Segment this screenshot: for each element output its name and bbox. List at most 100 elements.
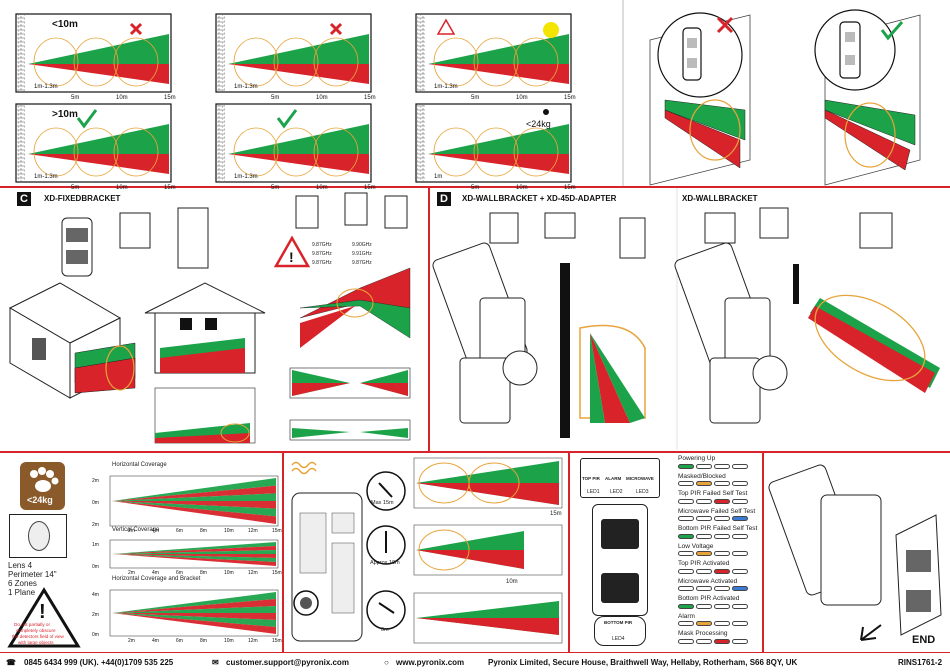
led-indicator — [714, 568, 730, 574]
horizontal-coverage-title: Horizontal Coverage — [112, 462, 167, 468]
led-indicator — [678, 621, 694, 627]
coverage-tick-label: 4m — [152, 570, 159, 576]
end-label: END — [912, 634, 936, 646]
wall-mount-illustration-wrong — [649, 12, 751, 186]
led-indicator — [696, 533, 712, 539]
panel-height-label: 1m-1.3m — [434, 84, 458, 90]
panel-badge: >10m — [52, 109, 78, 120]
led-state-label: Low Voltage — [678, 542, 714, 550]
led-indicator — [732, 621, 748, 627]
horizontal-bracket-title: Horizontal Coverage and Bracket — [112, 576, 201, 582]
led-state-row: Bottom PIR Activated — [678, 595, 750, 610]
led-name-1: LED1 — [587, 489, 600, 495]
panel-height-label: 1m-1.3m — [34, 84, 58, 90]
led-state-row: Alarm — [678, 613, 750, 628]
microwave-section — [291, 457, 563, 644]
panel-tick-label: 10m — [316, 185, 328, 191]
led-top-box — [580, 458, 660, 498]
led-indicator — [714, 533, 730, 539]
panel-tick-label: 15m — [164, 95, 176, 101]
led-indicator — [714, 463, 730, 469]
panel-tick-label: 10m — [116, 185, 128, 191]
panel-tick-label: 10m — [316, 95, 328, 101]
section-d-illustrations — [432, 188, 940, 450]
panel-tick-label: 5m — [271, 185, 279, 191]
coverage-tick-label: 10m — [224, 638, 234, 644]
footer-web[interactable]: www.pyronix.com — [396, 658, 465, 667]
lens-line-1: Perimeter 14" — [8, 570, 57, 579]
led-indicator — [696, 481, 712, 487]
lens-image — [9, 514, 67, 558]
divider-cd — [428, 186, 430, 452]
coverage-tick-label: 6m — [176, 570, 183, 576]
svg-text:!: ! — [289, 249, 294, 265]
led-indicator — [678, 498, 694, 504]
paw-badge — [20, 462, 65, 510]
led-indicator — [678, 586, 694, 592]
bottom-pir-label: BOTTOM PIR — [604, 620, 633, 625]
panel-height-label: 1m — [434, 174, 442, 180]
led-bottom-box — [594, 616, 646, 646]
coverage-tick-label: 6m — [176, 528, 183, 534]
range-10m: 10m — [506, 579, 518, 585]
panel-tick-label: 15m — [364, 185, 376, 191]
led-indicator — [678, 551, 694, 557]
obscure-warning-icon: ! — [7, 587, 81, 648]
led-indicator — [732, 481, 748, 487]
led-state-row: Low Voltage — [678, 543, 750, 558]
check-icon — [276, 109, 298, 129]
section-d-title-right: XD-WALLBRACKET — [682, 194, 758, 203]
led-indicator — [732, 586, 748, 592]
coverage-tick-label: 10m — [224, 528, 234, 534]
led-indicators — [678, 516, 755, 523]
led-state-row: Bottom PIR Failed Self Test — [678, 525, 757, 540]
led-indicator — [696, 498, 712, 504]
led-state-label: Top PIR Activated — [678, 560, 730, 567]
led-indicator — [696, 568, 712, 574]
led-indicators — [678, 551, 750, 558]
warning-line-4: with large objects — [18, 640, 54, 645]
coverage-tick-label: 15m — [272, 528, 282, 534]
vertical-coverage-title: Vertical Coverage — [112, 527, 160, 533]
cross-icon — [329, 22, 343, 36]
panel-height-label: 1m-1.3m — [234, 84, 258, 90]
led-indicators — [678, 568, 750, 575]
panel-height-label: 1m-1.3m — [234, 174, 258, 180]
coverage-tick-label: 2m — [128, 638, 135, 644]
freq-r-1: 9.90GHz — [352, 242, 372, 248]
coverage-tick-label: 8m — [200, 528, 207, 534]
led-state-row: Powering Up — [678, 455, 750, 470]
led-indicator — [714, 481, 730, 487]
coverage-tick-label: 4m — [152, 638, 159, 644]
coverage-tick-label: 12m — [248, 638, 258, 644]
led-indicator — [678, 516, 694, 522]
panel-height-label: 1m-1.3m — [34, 174, 58, 180]
led-indicator — [732, 603, 748, 609]
panel-tick-label: 10m — [516, 185, 528, 191]
svg-text:!: ! — [39, 601, 46, 623]
led-indicators — [678, 463, 750, 470]
coverage-tick-label: 15m — [272, 570, 282, 576]
check-icon — [76, 109, 98, 129]
freq-1: 9.87GHz — [312, 242, 332, 248]
coverage-side-label: 1m — [92, 542, 99, 548]
end-illustration — [768, 464, 942, 641]
led-indicator — [714, 586, 730, 592]
coverage-tick-label: 12m — [248, 570, 258, 576]
led-indicator — [714, 498, 730, 504]
section-c-badge: C — [17, 192, 31, 206]
range-15m: 15m — [550, 511, 562, 517]
panel-tick-label: 10m — [116, 95, 128, 101]
footer-email[interactable]: customer.support@pyronix.com — [226, 658, 349, 667]
led-indicators — [678, 621, 750, 628]
coverage-side-label: 2m — [92, 612, 99, 618]
coverage-side-label: 0m — [92, 500, 99, 506]
panel-badge: <10m — [52, 19, 78, 30]
panel-tick-label: 5m — [71, 185, 79, 191]
